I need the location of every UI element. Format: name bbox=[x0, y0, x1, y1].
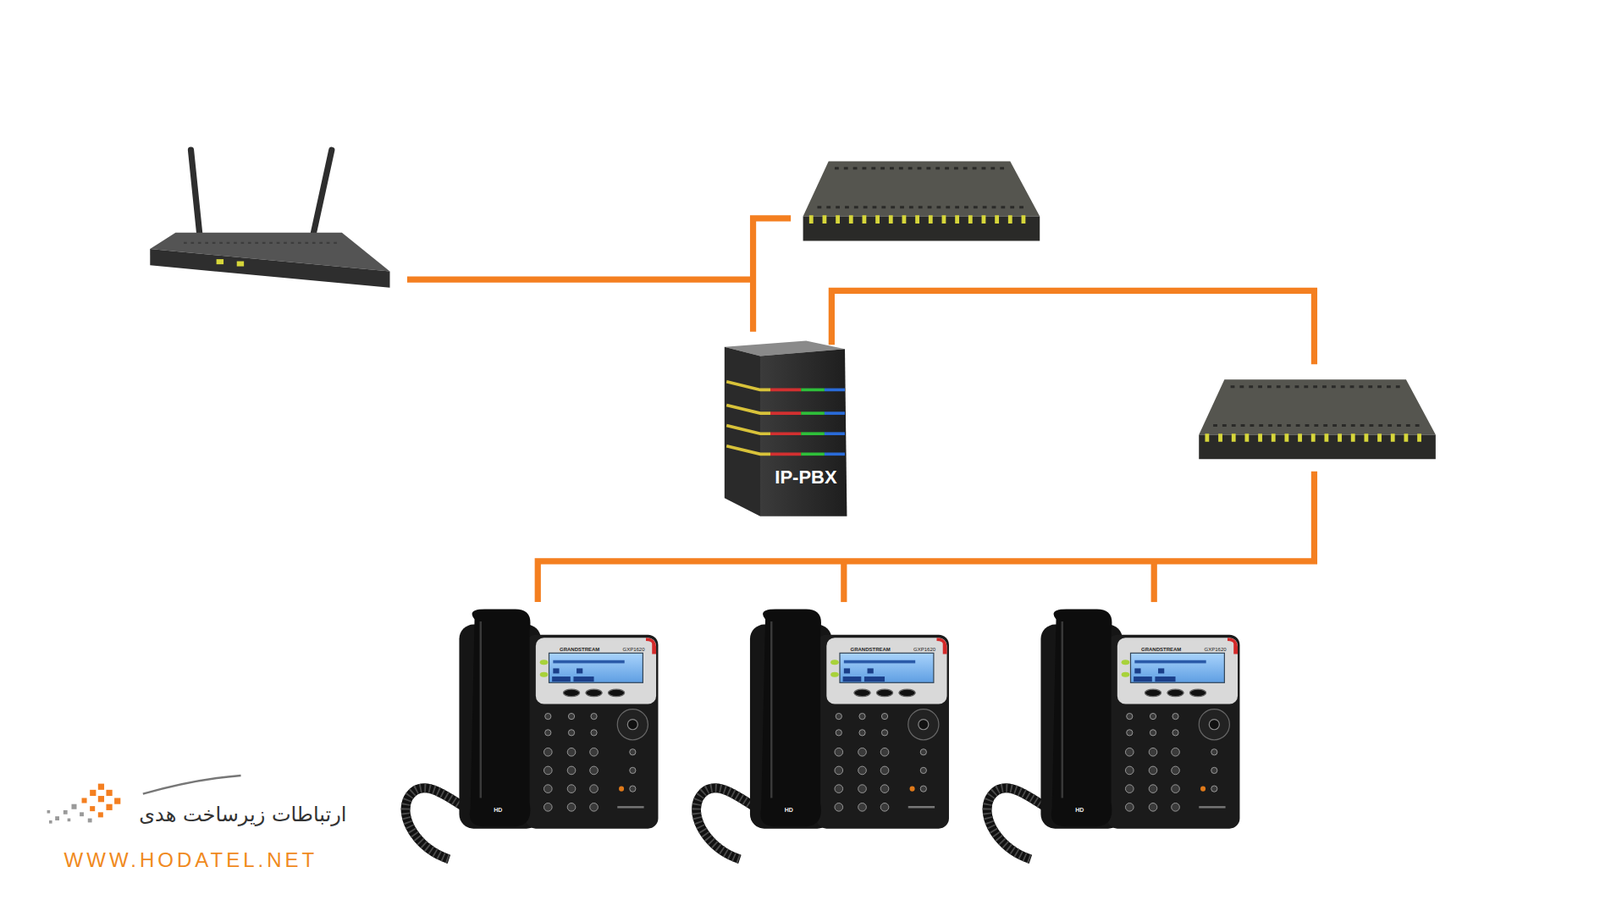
logo-pixels bbox=[79, 811, 84, 817]
logo-pixels bbox=[89, 789, 96, 796]
logo-pixels bbox=[47, 804, 93, 824]
handset-mark: HD bbox=[493, 805, 503, 812]
network-cables bbox=[407, 218, 1314, 602]
server-bays bbox=[800, 431, 825, 436]
right-switch bbox=[1198, 379, 1436, 459]
server-bays bbox=[726, 446, 771, 455]
router-vents bbox=[183, 242, 337, 244]
server-bays bbox=[726, 404, 771, 414]
cable bbox=[840, 561, 847, 602]
router-led bbox=[216, 259, 224, 265]
ip-pbx-server bbox=[724, 341, 848, 517]
logo-pixels bbox=[67, 818, 72, 823]
phone-brand: GRANDSTREAM bbox=[1141, 646, 1181, 652]
server-front bbox=[760, 348, 847, 517]
logo-pixels bbox=[89, 805, 95, 812]
logo-pixels bbox=[114, 797, 121, 804]
cable bbox=[831, 290, 1314, 365]
server-bays bbox=[726, 381, 771, 391]
server-bays bbox=[770, 452, 801, 457]
server-bays bbox=[726, 425, 771, 435]
router-antenna bbox=[312, 149, 332, 239]
top-switch bbox=[803, 160, 1041, 241]
cable bbox=[537, 471, 1314, 602]
logo-pixels bbox=[98, 783, 105, 790]
handset-mark: HD bbox=[784, 805, 794, 812]
phone-brand: GRANDSTREAM bbox=[849, 646, 890, 652]
server-bays bbox=[800, 411, 825, 415]
server-bays bbox=[770, 411, 801, 415]
router-antenna bbox=[190, 149, 200, 239]
server-bays bbox=[824, 411, 845, 415]
device-label: IP-PBX bbox=[774, 468, 837, 487]
server-bays bbox=[824, 388, 845, 392]
phone-model: GXP1620 bbox=[913, 646, 936, 652]
server-bays bbox=[800, 452, 825, 457]
router-led bbox=[237, 261, 244, 267]
server-bays bbox=[770, 388, 801, 392]
server-bays bbox=[800, 388, 825, 392]
phone-model: GXP1620 bbox=[1204, 646, 1227, 652]
phone-3 bbox=[987, 609, 1240, 860]
logo-swoosh bbox=[143, 775, 242, 795]
company-website: WWW.HODATEL.NET bbox=[64, 849, 319, 871]
logo-pixels bbox=[47, 810, 51, 814]
logo-pixels bbox=[98, 811, 104, 817]
phone-2 bbox=[696, 609, 949, 860]
cable bbox=[1151, 561, 1158, 602]
server-bays bbox=[770, 431, 801, 436]
logo-pixels bbox=[82, 797, 88, 803]
logo-pixels bbox=[98, 795, 105, 802]
logo-pixels bbox=[82, 783, 122, 818]
phone-brand: GRANDSTREAM bbox=[559, 646, 600, 652]
logo-pixels bbox=[88, 818, 93, 823]
company-name: ارتباطات زیرساخت هدی bbox=[138, 804, 347, 825]
logo-pixels bbox=[63, 810, 68, 815]
logo-pixels bbox=[105, 804, 112, 811]
logo-pixels bbox=[105, 789, 112, 796]
phone-1 bbox=[405, 609, 658, 860]
handset-mark: HD bbox=[1075, 805, 1084, 812]
server-bays bbox=[726, 381, 845, 455]
server-bays bbox=[824, 431, 845, 436]
logo-pixels bbox=[55, 816, 60, 821]
wifi-router bbox=[149, 149, 390, 288]
cable bbox=[407, 276, 754, 283]
server-bays bbox=[824, 452, 845, 457]
router-front bbox=[149, 248, 390, 288]
phone-model: GXP1620 bbox=[623, 646, 646, 652]
logo-pixels bbox=[71, 804, 77, 810]
cable bbox=[753, 218, 792, 332]
logo-pixels bbox=[49, 820, 53, 824]
server-node: IP-PBX bbox=[722, 338, 850, 520]
